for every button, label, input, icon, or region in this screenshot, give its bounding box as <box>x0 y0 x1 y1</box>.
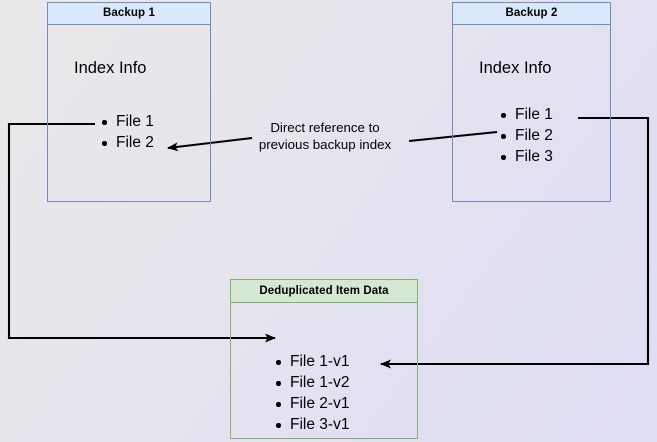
node-backup1-file-list: File 1 File 2 <box>99 111 154 153</box>
node-dedup-file-list: File 1-v1 File 1-v2 File 2-v1 File 3-v1 <box>273 351 349 435</box>
list-item: File 1 <box>498 104 553 125</box>
node-dedup-header: Deduplicated Item Data <box>231 280 417 303</box>
node-dedup-body: File 1-v1 File 1-v2 File 2-v1 File 3-v1 <box>231 303 417 438</box>
list-item: File 1-v2 <box>273 372 349 393</box>
list-item: File 1-v1 <box>273 351 349 372</box>
node-deduplicated-item-data[interactable]: Deduplicated Item Data File 1-v1 File 1-… <box>230 279 418 439</box>
edge-label-direct-reference: Direct reference to previous backup inde… <box>258 120 392 152</box>
list-item: File 3 <box>498 146 553 167</box>
node-backup1-section-title: Index Info <box>74 59 147 77</box>
list-item: File 1 <box>99 111 154 132</box>
node-backup2-file-list: File 1 File 2 File 3 <box>498 104 553 167</box>
node-backup2-section-title: Index Info <box>479 59 552 77</box>
list-item: File 2-v1 <box>273 393 349 414</box>
list-item: File 3-v1 <box>273 414 349 435</box>
list-item: File 2 <box>498 125 553 146</box>
node-backup2[interactable]: Backup 2 Index Info File 1 File 2 File 3 <box>452 2 611 202</box>
node-backup2-body: Index Info File 1 File 2 File 3 <box>453 25 610 201</box>
node-backup1[interactable]: Backup 1 Index Info File 1 File 2 <box>47 2 211 202</box>
node-backup1-header: Backup 1 <box>48 3 210 25</box>
node-backup2-header: Backup 2 <box>453 3 610 25</box>
node-backup1-body: Index Info File 1 File 2 <box>48 25 210 201</box>
list-item: File 2 <box>99 132 154 153</box>
